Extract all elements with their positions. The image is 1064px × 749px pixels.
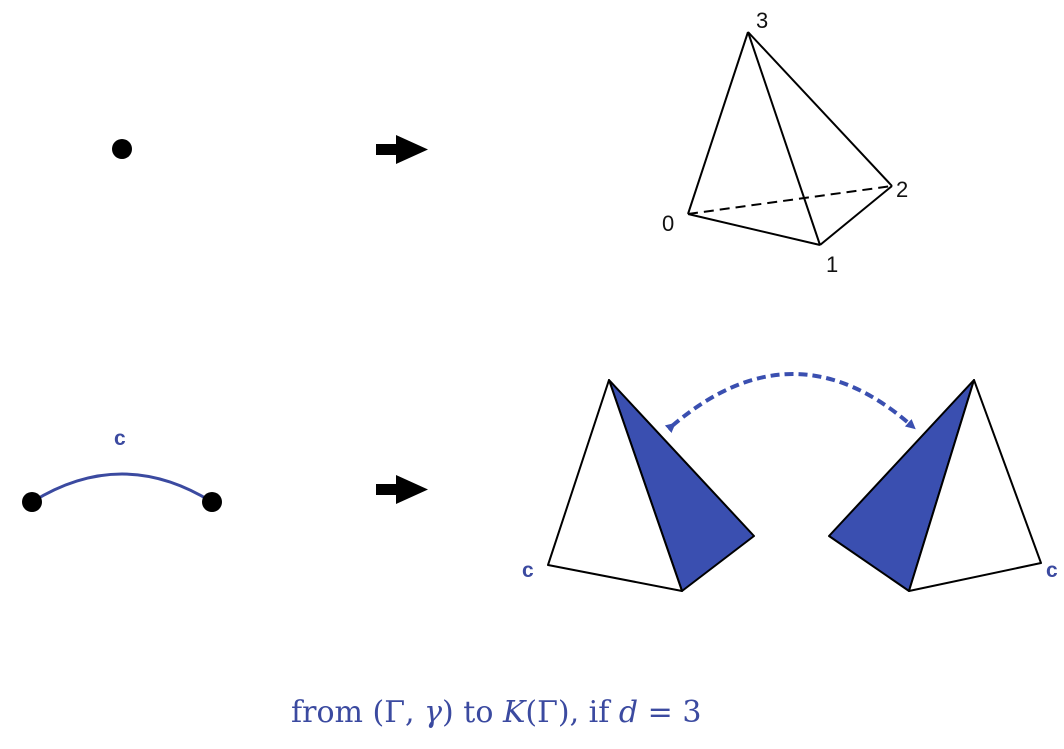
caption-gamma: γ (424, 695, 442, 730)
caption: from (Γ, γ) to K(Γ), if d = 3 (291, 695, 701, 730)
tetrahedron (687, 31, 893, 246)
caption-K: K (502, 695, 527, 730)
vertex-dot (112, 139, 132, 159)
caption-part-1: from (Γ, (291, 695, 415, 730)
tetrahedron-right (828, 379, 1042, 592)
caption-part-2: ) to (442, 695, 493, 730)
tetra-right-label-c: c (1046, 559, 1058, 582)
caption-d: d (619, 695, 638, 730)
edge-endpoint-left (22, 492, 42, 512)
edge-label-c: c (114, 427, 126, 450)
vertex-label-1: 1 (826, 252, 838, 277)
vertex-label-3: 3 (756, 8, 768, 33)
right-arrow-icon (376, 135, 428, 164)
edge-endpoint-right (202, 492, 222, 512)
caption-part-4: = 3 (648, 695, 702, 730)
double-headed-dashed-arrow (664, 372, 916, 434)
caption-part-3: (Γ), if (525, 695, 611, 730)
right-arrow-icon (376, 475, 428, 504)
vertex-label-2: 2 (896, 177, 908, 202)
tetrahedron-left (547, 379, 755, 592)
hidden-edge (687, 185, 893, 215)
tetra-left-label-c: c (522, 559, 534, 582)
vertex-label-0: 0 (662, 211, 674, 236)
edge-c (22, 472, 222, 512)
